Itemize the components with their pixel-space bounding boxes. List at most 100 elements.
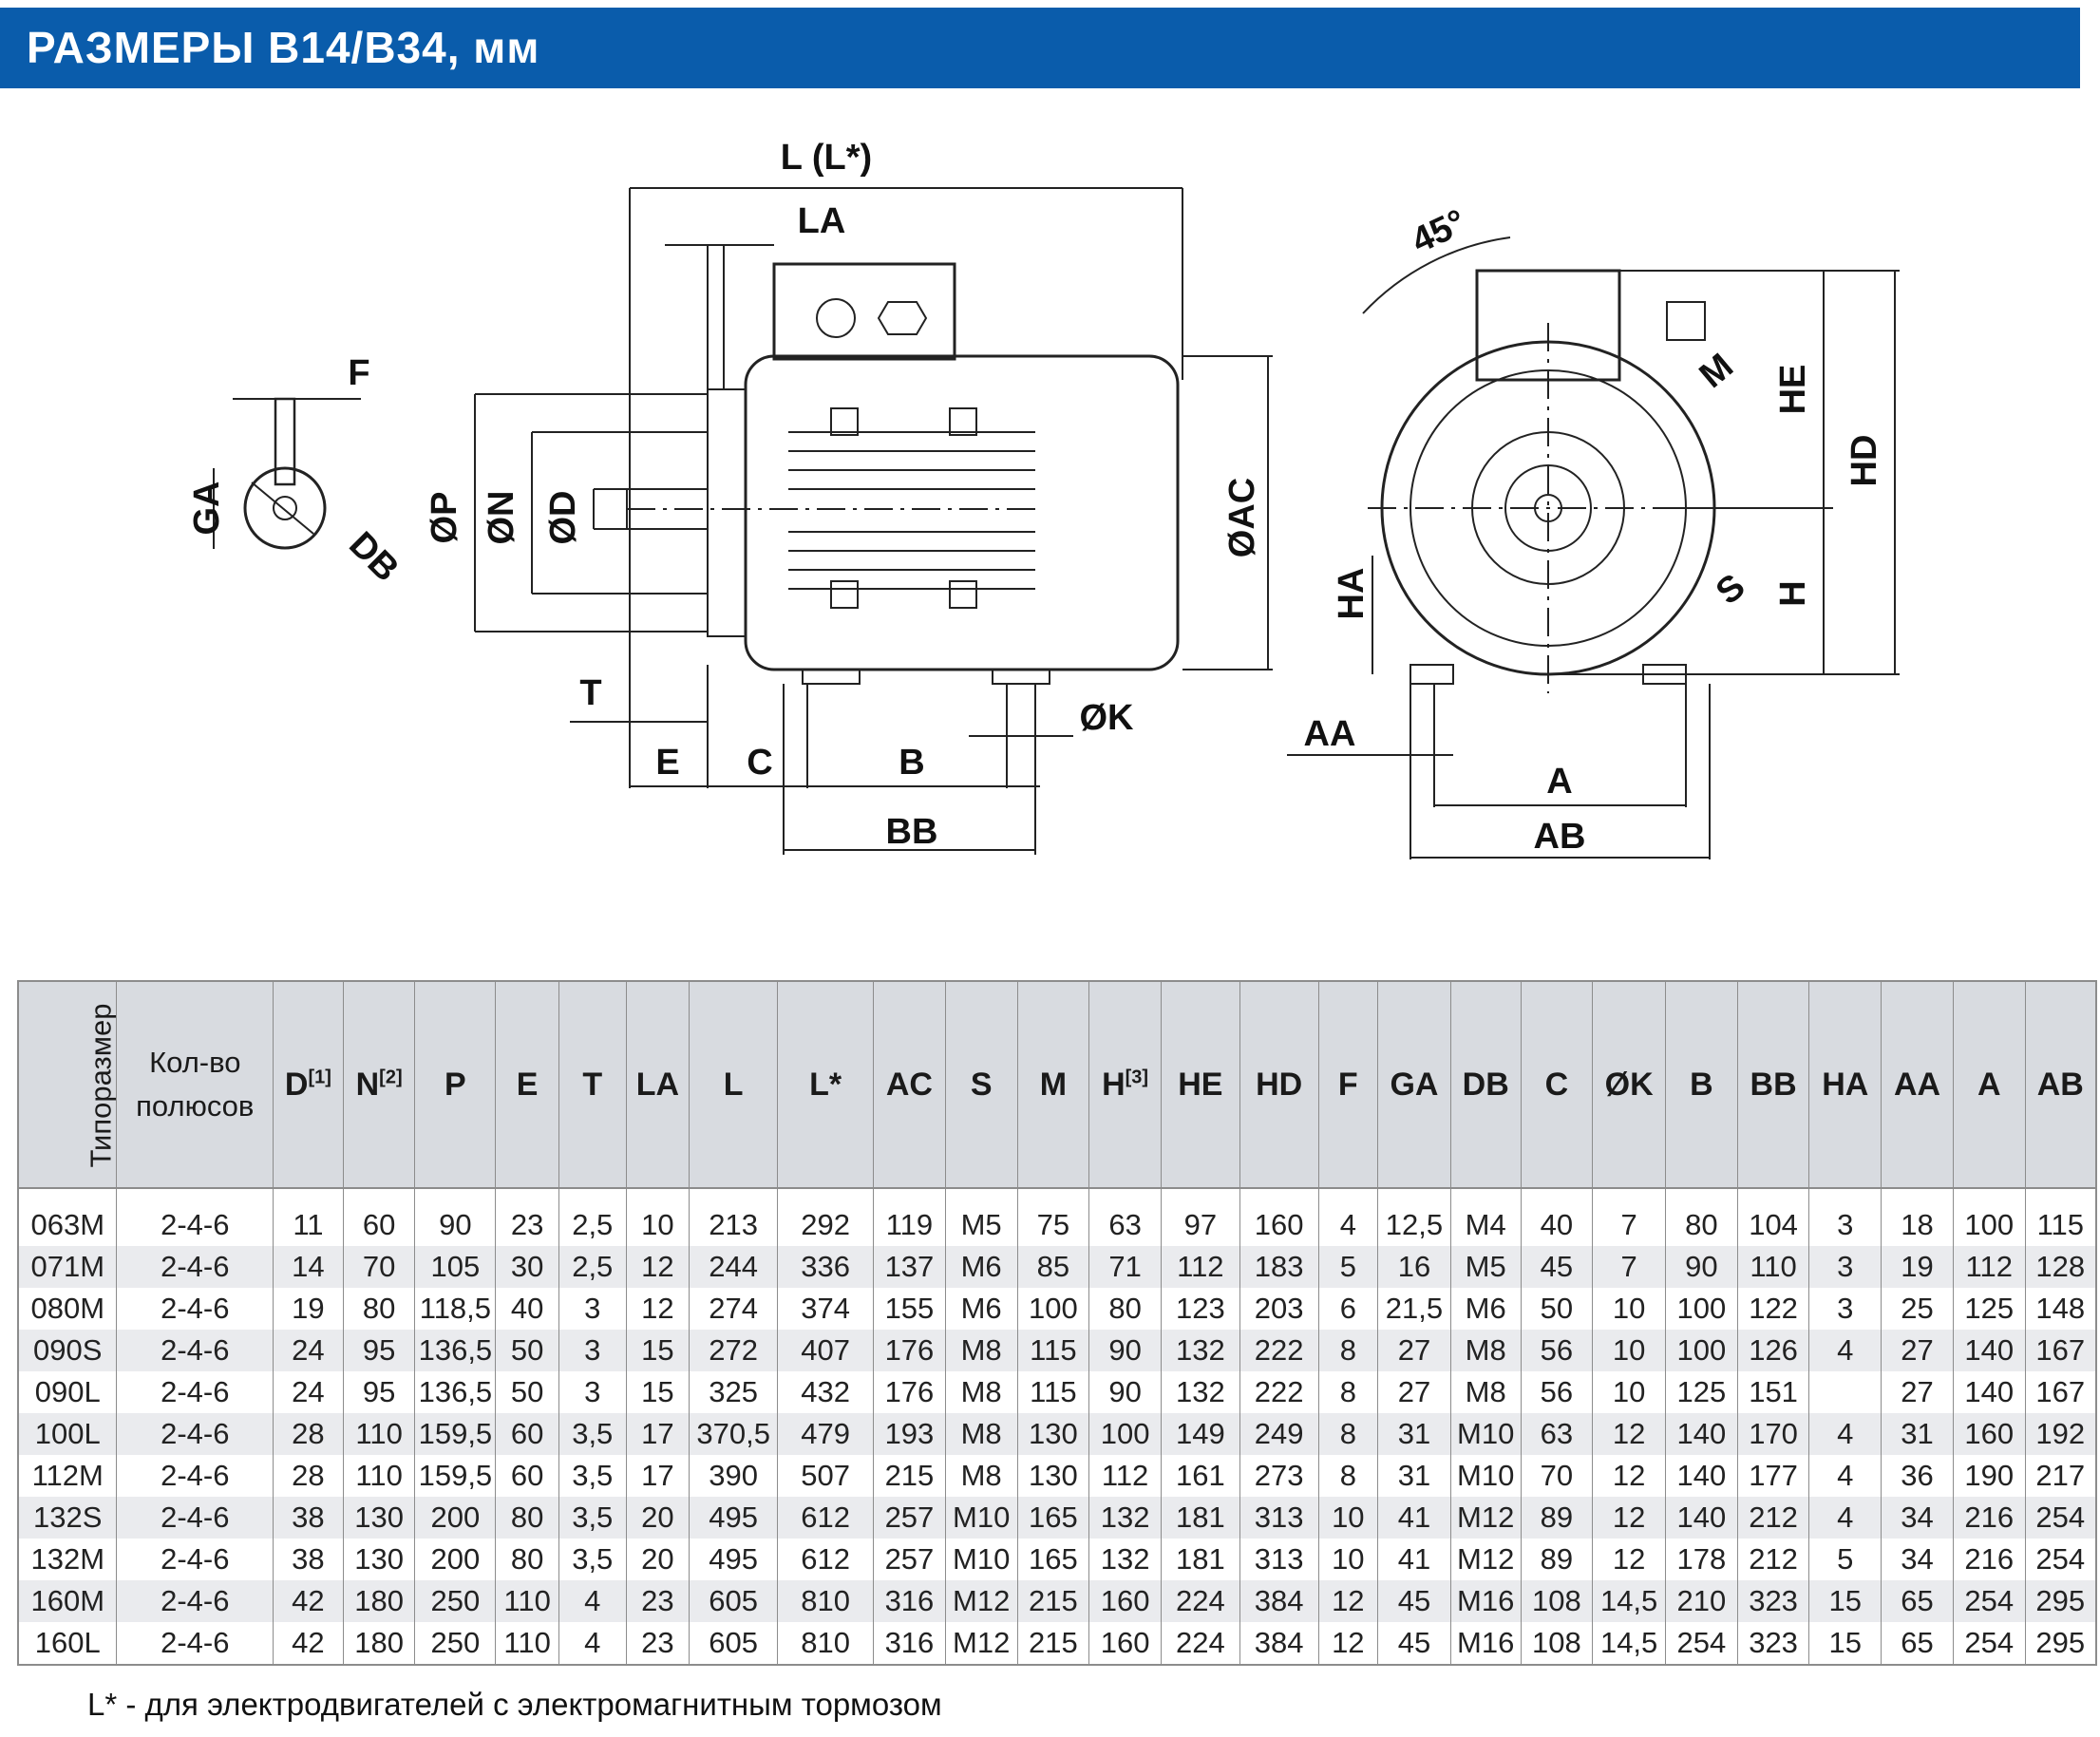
table-cell: 2-4-6	[116, 1371, 274, 1413]
dim-label-a: A	[1546, 762, 1572, 802]
table-cell: 193	[873, 1413, 946, 1455]
dim-label-ha: HA	[1332, 568, 1372, 620]
table-cell: 80	[1088, 1288, 1162, 1330]
table-cell: 38	[273, 1497, 344, 1539]
table-cell: 140	[1952, 1330, 2026, 1371]
table-cell: 115	[1016, 1330, 1089, 1371]
col-header-l: L	[689, 980, 778, 1189]
table-cell: 254	[1665, 1622, 1738, 1666]
col-header-ac: AC	[873, 980, 946, 1189]
table-cell: 6	[1317, 1288, 1378, 1330]
table-cell: 295	[2024, 1580, 2097, 1622]
table-cell: 12	[625, 1246, 690, 1288]
table-cell: 3	[558, 1288, 627, 1330]
table-cell: 2-4-6	[116, 1497, 274, 1539]
table-cell: M8	[1449, 1330, 1522, 1371]
col-header-c: C	[1520, 980, 1593, 1189]
table-cell: 224	[1160, 1580, 1240, 1622]
table-cell: 130	[1016, 1413, 1089, 1455]
table-cell: M6	[1449, 1288, 1522, 1330]
table-cell: 80	[495, 1539, 559, 1580]
table-cell: 28	[273, 1455, 344, 1497]
table-cell: M10	[944, 1539, 1018, 1580]
table-cell: 119	[873, 1188, 946, 1246]
table-cell: 110	[1736, 1246, 1809, 1288]
table-cell: 132M	[17, 1539, 117, 1580]
table-cell: 5	[1808, 1539, 1882, 1580]
table-cell: 384	[1239, 1580, 1319, 1622]
table-cell: 8	[1317, 1330, 1378, 1371]
dim-label-bb: BB	[886, 812, 938, 852]
table-cell: 177	[1736, 1455, 1809, 1497]
table-cell: 2-4-6	[116, 1580, 274, 1622]
table-cell: 100	[1952, 1188, 2026, 1246]
table-cell: M6	[944, 1246, 1018, 1288]
table-cell: 178	[1665, 1539, 1738, 1580]
table-cell: M8	[944, 1455, 1018, 1497]
footnote: L* - для электродвигателей с электромагн…	[87, 1687, 942, 1722]
table-cell: 80	[495, 1497, 559, 1539]
col-header-b: B	[1665, 980, 1738, 1189]
table-cell: 250	[414, 1580, 496, 1622]
table-cell: 244	[689, 1246, 778, 1288]
table-cell: 36	[1881, 1455, 1954, 1497]
table-cell: 100L	[17, 1413, 117, 1455]
table-cell: 149	[1160, 1413, 1240, 1455]
table-cell: 080M	[17, 1288, 117, 1330]
table-cell: 254	[2024, 1497, 2097, 1539]
table-cell: 24	[273, 1330, 344, 1371]
dim-label-ab: AB	[1534, 817, 1586, 857]
col-header-s: S	[944, 980, 1018, 1189]
table-cell: 118,5	[414, 1288, 496, 1330]
table-cell: 12	[1592, 1497, 1666, 1539]
table-cell: 8	[1317, 1455, 1378, 1497]
table-cell: 222	[1239, 1371, 1319, 1413]
table-cell: 17	[625, 1455, 690, 1497]
table-cell: 31	[1881, 1413, 1954, 1455]
table-cell: 4	[558, 1580, 627, 1622]
table-cell: 160L	[17, 1622, 117, 1666]
table-cell: 374	[777, 1288, 874, 1330]
table-cell: 38	[273, 1539, 344, 1580]
table-cell: 63	[1520, 1413, 1593, 1455]
dim-label-aa: AA	[1304, 714, 1356, 754]
table-cell: 4	[1317, 1188, 1378, 1246]
table-cell: 273	[1239, 1455, 1319, 1497]
table-cell: 432	[777, 1371, 874, 1413]
table-cell: 10	[1317, 1497, 1378, 1539]
table-cell: 140	[1665, 1413, 1738, 1455]
table-cell: 216	[1952, 1539, 2026, 1580]
table-cell: 130	[1016, 1455, 1089, 1497]
table-cell: 167	[2024, 1371, 2097, 1413]
table-cell: 161	[1160, 1455, 1240, 1497]
dim-label-d: ØD	[543, 491, 583, 545]
col-header-k: ØK	[1592, 980, 1666, 1189]
table-cell: 122	[1736, 1288, 1809, 1330]
table-cell: 3,5	[558, 1455, 627, 1497]
table-cell: 2-4-6	[116, 1539, 274, 1580]
table-cell: 42	[273, 1580, 344, 1622]
table-cell: M16	[1449, 1580, 1522, 1622]
table-cell: 176	[873, 1330, 946, 1371]
table-cell: 612	[777, 1539, 874, 1580]
table-cell: 180	[342, 1622, 415, 1666]
table-cell: 12	[1592, 1413, 1666, 1455]
table-cell: 45	[1377, 1622, 1451, 1666]
table-cell: 15	[1808, 1622, 1882, 1666]
table-cell: 12	[1592, 1455, 1666, 1497]
table-cell: 63	[1088, 1188, 1162, 1246]
table-cell: 200	[414, 1497, 496, 1539]
table-cell: 17	[625, 1413, 690, 1455]
table-cell: 090S	[17, 1330, 117, 1371]
table-cell: 28	[273, 1413, 344, 1455]
table-cell: 132S	[17, 1497, 117, 1539]
table-cell: 2,5	[558, 1188, 627, 1246]
table-cell: 71	[1088, 1246, 1162, 1288]
dim-label-db: DB	[341, 524, 407, 590]
table-cell: 23	[625, 1580, 690, 1622]
table-cell: M8	[1449, 1371, 1522, 1413]
